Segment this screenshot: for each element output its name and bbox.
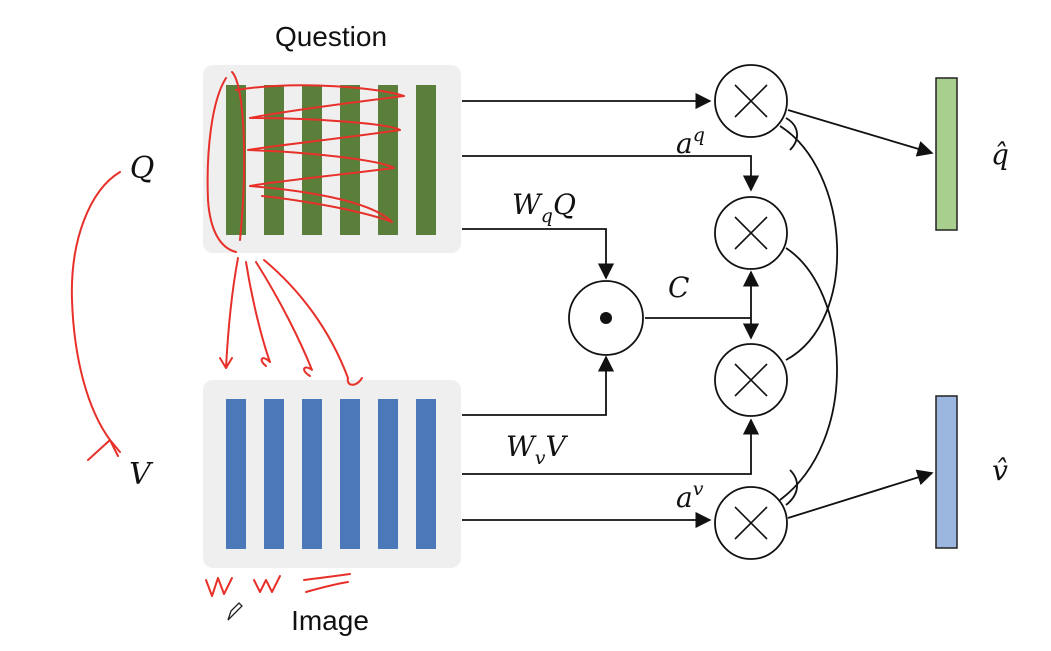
multiply-node-top [714,64,788,138]
image-feature-bar-4 [340,399,360,549]
question-feature-bar-5 [378,85,398,235]
image-feature-bars [226,399,436,549]
wv-v-label: WvV [506,430,569,469]
multiply-node-3 [714,343,788,417]
question-feature-bar-1 [226,85,246,235]
question-feature-bar-3 [302,85,322,235]
question-label: Question [275,21,387,52]
multiply-node-2 [714,196,788,270]
affinity-wires [645,270,760,340]
image-feature-bar-2 [264,399,284,549]
v-hat-label: v̂ [992,454,1008,487]
v-symbol: V [129,457,154,492]
image-panel [203,380,461,568]
q-hat-bar [935,77,958,231]
image-label: Image [291,605,369,636]
question-feature-bar-6 [416,85,436,235]
image-wires [462,355,760,529]
attention-curves [779,117,838,506]
aq-label: aq [676,124,705,160]
q-symbol: Q [130,151,155,186]
circle-dot-icon [600,312,612,324]
multiply-node-bottom [714,486,788,560]
question-feature-bar-2 [264,85,284,235]
image-feature-bar-5 [378,399,398,549]
q-hat-label: q̂ [991,138,1009,171]
pencil-cursor-icon [227,602,243,621]
av-label: av [676,478,704,514]
question-wires [462,92,760,280]
image-feature-bar-1 [226,399,246,549]
q-output-arrow [787,109,934,157]
red-annotations [70,71,405,597]
circle-times-icon [734,84,768,118]
circle-times-icon [734,216,768,250]
circle-times-icon [734,363,768,397]
wq-q-label: WqQ [512,188,576,227]
image-feature-bar-6 [416,399,436,549]
v-output-arrow [787,469,934,519]
v-hat-bar [935,395,958,549]
c-label: C [668,271,689,304]
circle-times-icon [734,506,768,540]
dot-product-node [568,280,644,356]
image-feature-bar-3 [302,399,322,549]
